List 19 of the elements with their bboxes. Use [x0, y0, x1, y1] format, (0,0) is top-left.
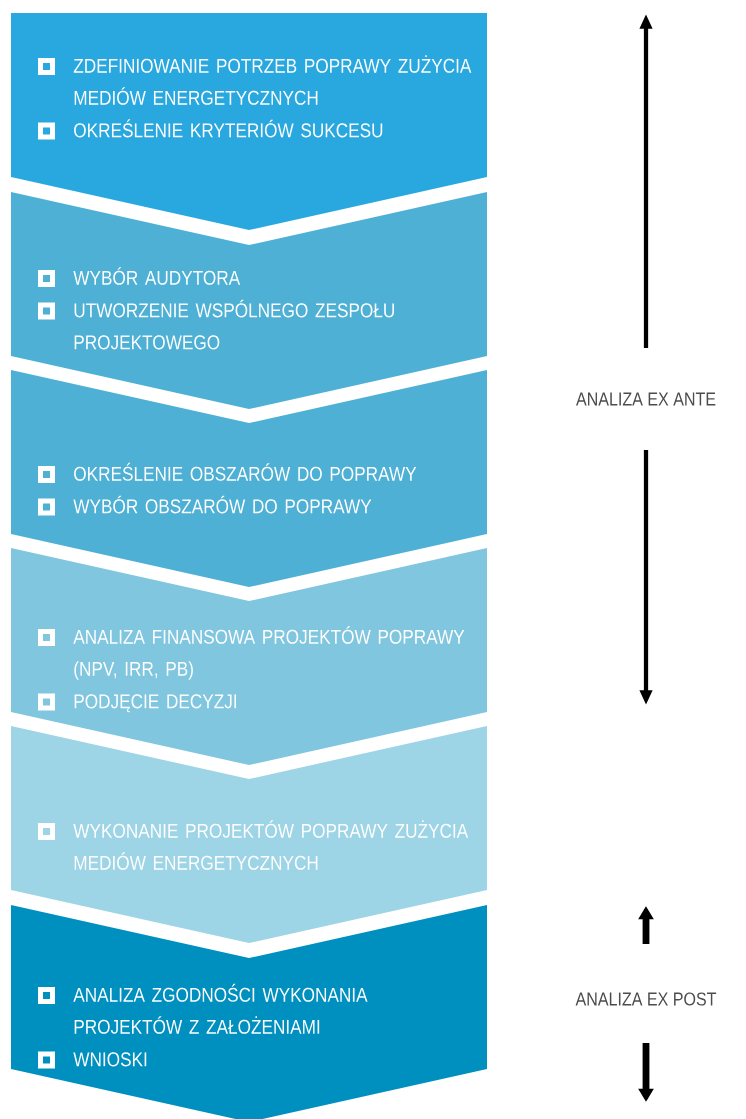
bullet-text: PODJĘCIE DECYZJI	[74, 694, 237, 713]
bullet-text: ANALIZA ZGODNOŚCI WYKONANIA PROJEKTÓW Z ZAŁOŻENIAMI	[73, 983, 368, 1034]
chevron-band	[11, 905, 487, 1119]
bullet-text: OKREŚLENIE KRYTERIÓW SUKCESU	[74, 119, 383, 138]
chevron-band	[11, 192, 487, 409]
side-label: ANALIZA EX POST	[575, 992, 717, 1006]
bullet-text: WYKONANIE PROJEKTÓW POPRAWY ZUŻYCIA MEDIÓW ENERGETYCZNYCH	[73, 820, 469, 870]
bullet-text: WNIOSKI	[73, 1052, 147, 1067]
bullet-text: WYBÓR AUDYTORA	[73, 267, 241, 285]
bullet-text: ZDEFINIOWANIE POTRZEB POPRAWY ZUŻYCIA MEDIÓW ENERGETYCZNYCH	[73, 55, 472, 105]
side-label: ANALIZA EX ANTE	[576, 392, 716, 406]
bullet-text: UTWORZENIE WSPÓLNEGO ZESPOŁU PROJEKTOWEGO	[74, 299, 394, 350]
chevron-band	[11, 726, 487, 943]
chevron-band	[11, 548, 487, 765]
bullet-text: WYBÓR OBSZARÓW DO POPRAWY	[73, 495, 372, 514]
bullet-text: OKREŚLENIE OBSZARÓW DO POPRAWY	[74, 462, 417, 481]
chevron-band	[11, 370, 487, 587]
chevron-band	[11, 13, 487, 230]
bullet-text: ANALIZA FINANSOWA PROJEKTÓW POPRAWY (NPV, IRR, PB)	[73, 626, 465, 680]
